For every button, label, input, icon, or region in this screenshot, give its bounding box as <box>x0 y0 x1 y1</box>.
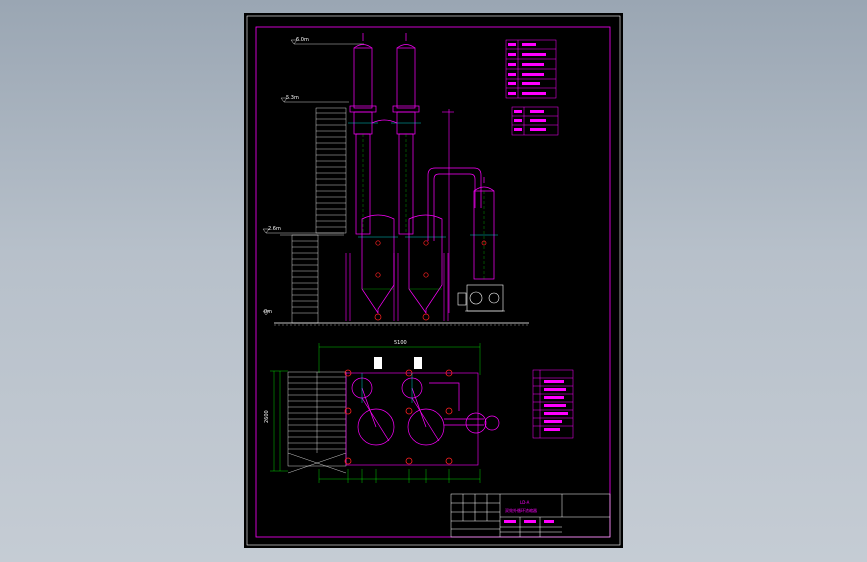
plan-width-label: 5100 <box>394 340 407 346</box>
second-effect-column <box>371 33 421 235</box>
inner-frame <box>255 26 611 538</box>
elevation-marker-top: 6.0m <box>290 37 364 45</box>
elevation-marker-ground: 0m <box>262 309 272 316</box>
nozzle-table <box>505 39 557 99</box>
elevation-label-ground: 0m <box>264 309 272 315</box>
stair-plan <box>287 371 347 474</box>
elevation-view: 6.0m 5.3m 2.6m 0m <box>262 33 529 326</box>
drawing-sheet: 6.0m 5.3m 2.6m 0m <box>244 13 623 548</box>
second-effect-separator <box>405 214 446 315</box>
condenser-vessel <box>470 177 498 280</box>
plan-bottom-dimensions <box>318 469 481 483</box>
first-effect-drain <box>374 313 382 321</box>
drawing-title: 双效外循环浓缩器 <box>505 507 537 513</box>
plan-height-label: 2600 <box>264 410 270 423</box>
second-effect-drain <box>422 313 430 321</box>
cad-drawing: 6.0m 5.3m 2.6m 0m <box>246 15 621 546</box>
evaporator-plan-circles <box>351 377 500 446</box>
drawing-number: LD-A <box>520 500 530 505</box>
condenser-pipe <box>427 167 482 241</box>
vacuum-pump <box>457 284 505 312</box>
first-effect-column <box>348 33 378 235</box>
plan-column-markers <box>344 369 453 465</box>
plan-view: 5100 2600 <box>264 340 500 483</box>
small-item-table <box>511 106 559 136</box>
component-list-table <box>532 369 574 439</box>
support-legs <box>345 253 449 321</box>
first-effect-separator <box>358 214 398 315</box>
stair-structure <box>280 107 347 324</box>
plan-height-dimension: 2600 <box>264 370 288 472</box>
elevation-label-mid: 2.6m <box>268 226 281 232</box>
elevation-marker-upper: 5.3m <box>280 95 349 103</box>
title-block: LD-A 双效外循环浓缩器 <box>450 493 611 538</box>
plan-instrument-tags <box>374 357 422 369</box>
plan-width-dimension: 5100 <box>318 340 481 375</box>
elevation-label-top: 6.0m <box>296 37 309 43</box>
elevation-label-upper: 5.3m <box>286 95 299 101</box>
outer-frame <box>246 15 621 546</box>
